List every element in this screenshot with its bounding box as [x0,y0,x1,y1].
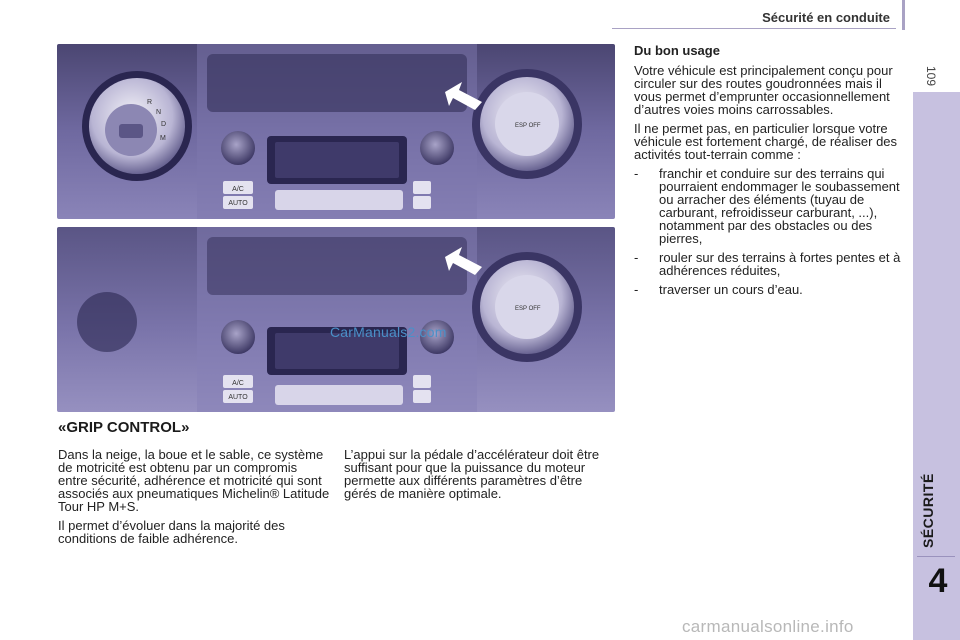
watermark-carmanualsonline: carmanualsonline.info [682,617,854,636]
figure-dashboard-gear-selector: A/C AUTO R N D M ESP OFF [57,44,615,219]
figure-dashboard-standard: A/C AUTO ESP OFF [57,227,615,412]
dial-esp-off-label: ESP OFF [515,123,541,129]
list-item-text: rouler sur des terrains à fortes pentes … [659,250,901,278]
bullet-marker: - [634,282,639,297]
sidebar-divider [917,556,955,557]
header-rule [612,28,896,29]
sidebar-section-label: SÉCURITÉ [920,473,936,548]
bullet-marker: - [634,166,639,181]
section-sidebar [913,92,960,640]
paragraph: Dans la neige, la boue et le sable, ce s… [58,447,330,514]
paragraph: L’appui sur la pédale d’accélérateur doi… [344,447,600,501]
list-item-text: franchir et conduire sur des terrains qu… [659,166,900,246]
chapter-number: 4 [928,562,948,600]
running-header: Sécurité en conduite [762,10,890,25]
usage-heading: Du bon usage [634,43,720,58]
watermark-carmanuals2: CarManuals2.com [330,324,447,340]
section-title: «GRIP CONTROL» [58,419,190,436]
paragraph: Il permet d’évoluer dans la majorité des… [58,518,285,546]
button-auto-label-2: AUTO [228,394,248,401]
paragraph: Il ne permet pas, en particulier lorsque… [634,121,898,162]
header-tick [902,0,905,30]
middle-column-text: L’appui sur la pédale d’accélérateur doi… [344,448,606,506]
paragraph: Votre véhicule est principalement conçu … [634,63,893,117]
list-item: - rouler sur des terrains à fortes pentes… [634,251,902,277]
button-ac-label-2: A/C [232,380,244,387]
button-auto-label: AUTO [228,200,248,207]
list-item-text: traverser un cours d’eau. [659,282,803,297]
dial-esp-off-label-2: ESP OFF [515,306,541,312]
gear-letter-d: D [161,121,166,128]
button-ac-label: A/C [232,186,244,193]
bullet-marker: - [634,250,639,265]
list-item: - traverser un cours d’eau. [634,283,902,296]
gear-letter-r: R [147,99,152,106]
gear-letter-m: M [160,135,166,142]
left-column-text: Dans la neige, la boue et le sable, ce s… [58,448,330,551]
right-column-text: Du bon usage Votre véhicule est principa… [634,44,902,302]
offroad-bullet-list: - franchir et conduire sur des terrains q… [634,167,902,296]
arrow-icon [445,247,482,275]
list-item: - franchir et conduire sur des terrains q… [634,167,902,245]
gear-letter-n: N [156,109,161,116]
arrow-icon [445,82,482,110]
